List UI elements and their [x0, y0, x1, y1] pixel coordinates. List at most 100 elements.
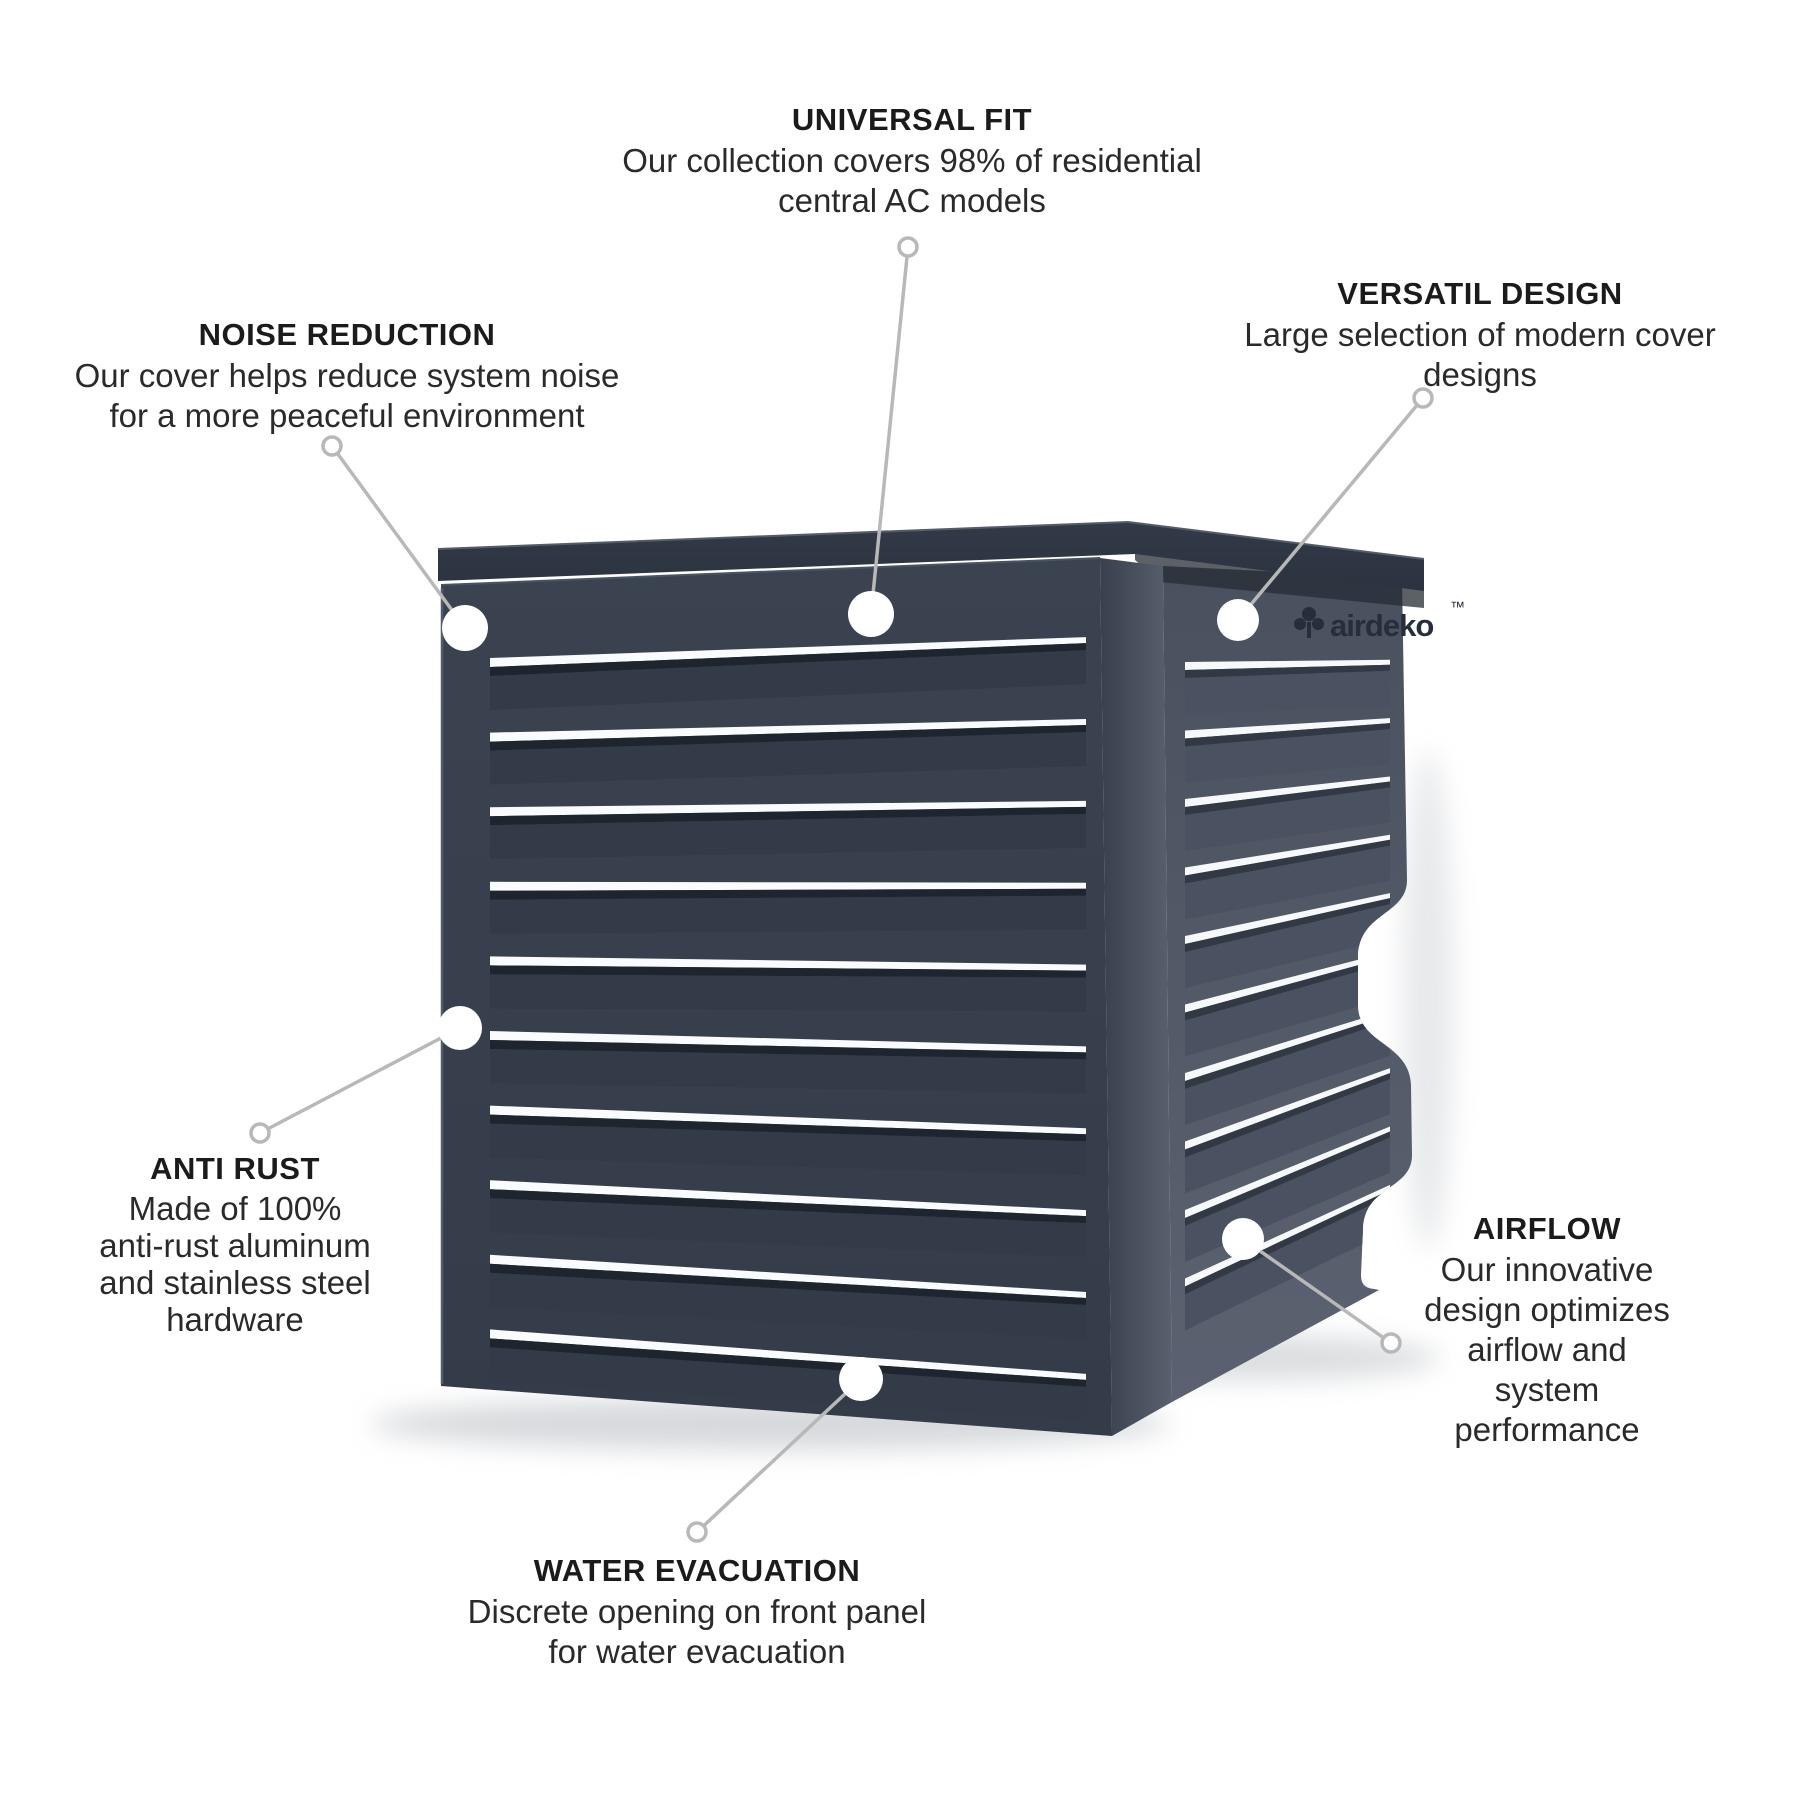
- louver-slat: [490, 974, 1086, 1012]
- leader-universal-fit: [848, 236, 919, 637]
- side-panel-top-shadow: [1135, 552, 1424, 608]
- louver-slat: [1185, 904, 1390, 988]
- louver-slat: [1185, 1189, 1390, 1295]
- louver-slat: [1185, 962, 1390, 1057]
- callout-text: anti-rust aluminum: [99, 1227, 371, 1264]
- louver-slat: [490, 1272, 1086, 1340]
- tree-icon: [1294, 607, 1324, 638]
- louver-slat: [1185, 1014, 1390, 1089]
- louver-slat: [1185, 718, 1390, 739]
- louver-slat: [490, 724, 1086, 751]
- louver-slat: [490, 1198, 1086, 1258]
- leader-airflow: [1222, 1218, 1402, 1354]
- louver-slat: [1185, 834, 1390, 876]
- louver-slat: [490, 1189, 1086, 1224]
- corner-post: [1100, 558, 1172, 1436]
- louver-slat: [490, 813, 1086, 860]
- louver-slat: [1185, 1184, 1390, 1287]
- louver-slat: [490, 965, 1086, 978]
- louver-slat: [1185, 1195, 1390, 1331]
- louver-slat: [490, 1263, 1086, 1306]
- callout-text: and stainless steel: [99, 1264, 371, 1301]
- side-panel: [1135, 552, 1424, 1402]
- louver-slat: [490, 718, 1086, 742]
- callout-title: AIRFLOW: [1472, 1211, 1622, 1246]
- callout-text: system: [1494, 1371, 1600, 1408]
- brand-logo-text: airdeko: [1330, 608, 1433, 643]
- louver-slat: [490, 1123, 1086, 1176]
- front-panel: [440, 557, 1112, 1436]
- callout-text: central AC models: [778, 182, 1046, 219]
- leader-anti-rust: [249, 1006, 482, 1144]
- callout-text: Large selection of modern cover: [1244, 316, 1716, 353]
- callout-universal-fit: UNIVERSAL FIT Our collection covers 98% …: [572, 103, 1252, 221]
- louver-slat: [490, 1040, 1086, 1060]
- callout-text: Our collection covers 98% of residential: [622, 142, 1202, 179]
- callout-title: WATER EVACUATION: [533, 1553, 861, 1588]
- callout-title: UNIVERSAL FIT: [791, 102, 1033, 137]
- louver-slat: [1185, 893, 1390, 944]
- louver-slat: [490, 806, 1086, 826]
- louver-slat: [490, 1338, 1086, 1387]
- callout-title: VERSATIL DESIGN: [1337, 276, 1623, 311]
- louver-slat: [1185, 1073, 1390, 1158]
- louver-slat: [1185, 723, 1390, 747]
- louver-slat: [1185, 659, 1390, 670]
- louver-slat: [490, 1049, 1086, 1094]
- louver-slat: [490, 895, 1086, 934]
- callout-text: Discrete opening on front panel: [467, 1593, 927, 1630]
- louver-slat: [490, 1347, 1086, 1421]
- louver-slat: [1185, 839, 1390, 884]
- louver-slat: [1185, 1020, 1390, 1125]
- louver-slat: [490, 731, 1086, 785]
- callout-leaders: [249, 236, 1434, 1543]
- louver-slat: [490, 1031, 1086, 1053]
- louver-slat: [1185, 776, 1390, 807]
- callout-text: Our cover helps reduce system noise: [74, 357, 620, 394]
- louver-slat: [1185, 1131, 1390, 1226]
- louver-slat: [1185, 729, 1390, 783]
- leader-noise-reduction: [321, 435, 488, 651]
- callout-anti-rust: ANTI RUST Made of 100% anti-rust aluminu…: [55, 1151, 415, 1339]
- trademark-mark: ™: [1450, 599, 1465, 616]
- leader-water-evacuation: [686, 1357, 883, 1543]
- louver-slat: [490, 1114, 1086, 1142]
- louver-slat: [490, 1254, 1086, 1299]
- louver-slat: [490, 650, 1086, 710]
- louver-slat: [1185, 956, 1390, 1021]
- louver-slat: [490, 1329, 1086, 1380]
- leader-versatil-design: [1217, 387, 1434, 641]
- louver-slat: [490, 643, 1086, 676]
- louver-slat: [1185, 1126, 1390, 1218]
- callout-text: designs: [1423, 356, 1537, 393]
- callout-text: Made of 100%: [128, 1190, 342, 1227]
- louver-slat: [490, 1180, 1086, 1217]
- louver-slat: [490, 881, 1086, 891]
- callout-text: Our innovative: [1440, 1251, 1654, 1288]
- louver-slat: [1185, 951, 1390, 1013]
- louver-slat: [1185, 664, 1390, 678]
- louver-slat: [1185, 1079, 1390, 1194]
- front-louvers: [490, 637, 1086, 1421]
- callout-text: airflow and: [1467, 1331, 1627, 1368]
- callout-text: for water evacuation: [548, 1633, 846, 1670]
- louver-slat: [490, 800, 1086, 817]
- callout-text: for a more peaceful environment: [109, 397, 585, 434]
- louver-slat: [490, 956, 1086, 971]
- louver-slat: [1185, 1009, 1390, 1081]
- louver-slat: [1185, 1068, 1390, 1150]
- callout-versatil-design: VERSATIL DESIGN Large selection of moder…: [1170, 277, 1790, 395]
- louver-slat: [490, 1105, 1086, 1135]
- callout-text: design optimizes: [1424, 1291, 1670, 1328]
- louver-slat: [1185, 898, 1390, 952]
- side-louvers: [1185, 659, 1390, 1331]
- louver-slat: [490, 888, 1086, 900]
- louver-slat: [1185, 781, 1390, 815]
- callout-noise-reduction: NOISE REDUCTION Our cover helps reduce s…: [27, 318, 667, 436]
- louver-slat: [1185, 670, 1390, 714]
- callout-title: ANTI RUST: [150, 1151, 320, 1186]
- callout-water-evacuation: WATER EVACUATION Discrete opening on fro…: [377, 1554, 1017, 1672]
- callout-text: performance: [1454, 1411, 1640, 1448]
- louver-slat: [1185, 787, 1390, 851]
